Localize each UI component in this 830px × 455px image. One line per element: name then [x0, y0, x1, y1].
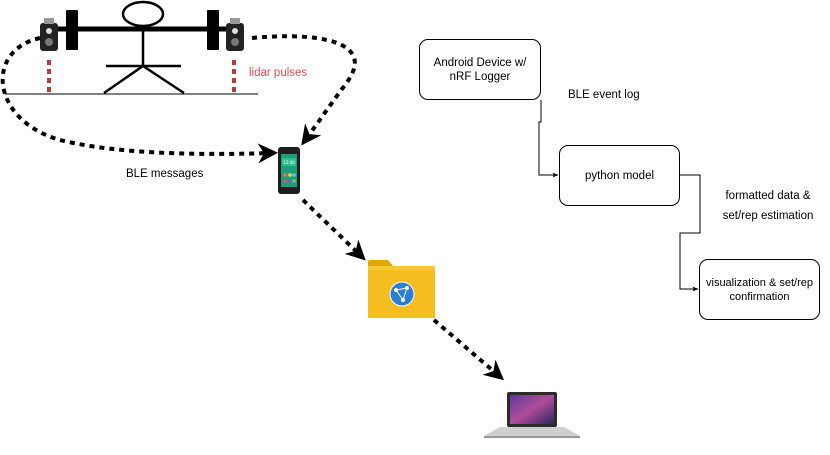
python-model-box: python model [559, 145, 680, 206]
visualization-box: visualization & set/rep confirmation [699, 259, 820, 320]
barbell-icon [50, 10, 232, 50]
ble-arrow-right [251, 34, 357, 146]
ble-event-log-label: BLE event log [568, 89, 640, 101]
phone-icon: 12:40 [278, 147, 300, 194]
lidar-sensor-icon [40, 18, 58, 51]
visualization-line2: confirmation [729, 290, 790, 303]
formatted-data-label: formatted data & set/rep estimation [722, 189, 814, 223]
folder-to-laptop-arrow [432, 318, 505, 381]
python-to-viz-connector [679, 174, 701, 292]
formatted-data-line2: set/rep estimation [722, 210, 814, 222]
formatted-data-line1: formatted data & [725, 190, 811, 202]
ble-arrow-left [0, 36, 278, 164]
android-device-line2: nRF Logger [449, 70, 511, 83]
android-device-line1: Android Device w/ [433, 56, 527, 69]
lidar-sensor-icon [226, 18, 244, 51]
android-to-python-connector-path [538, 100, 559, 178]
folder-icon [368, 260, 435, 318]
ble-messages-label: BLE messages [126, 168, 204, 180]
stick-figure-icon [103, 0, 185, 95]
phone-to-folder-arrow [301, 198, 366, 261]
laptop-icon [484, 392, 580, 438]
android-device-box: Android Device w/ nRF Logger [419, 39, 541, 100]
python-model-label: python model [584, 169, 655, 182]
lidar-pulses-label: lidar pulses [249, 67, 308, 79]
visualization-line1: visualization & set/rep [706, 276, 813, 289]
phone-time: 12:40 [283, 160, 295, 165]
